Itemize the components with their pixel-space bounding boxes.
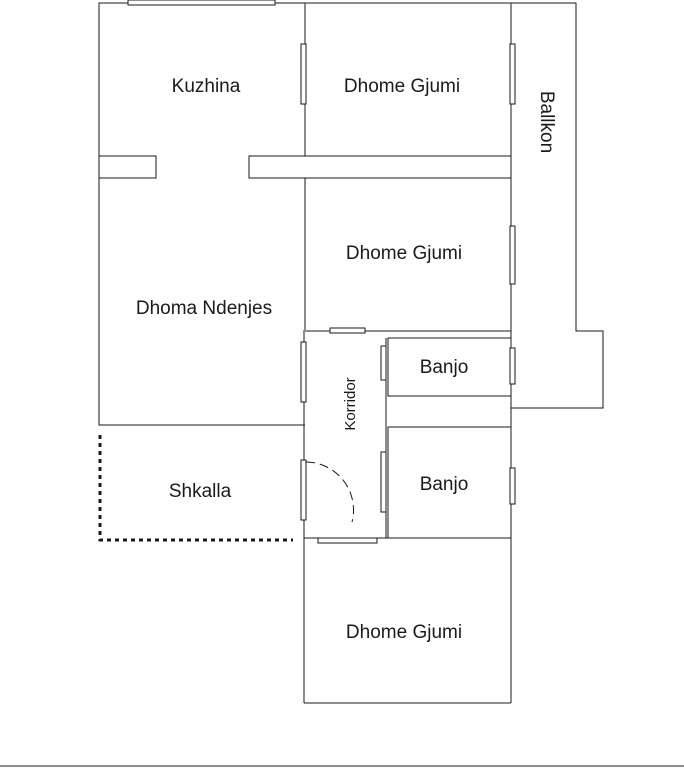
balcony-outline: [511, 2, 604, 409]
window-living-right: [300, 341, 307, 403]
window-bedroom-top-left: [300, 43, 307, 105]
room-label-bathroom-bottom: Banjo: [420, 474, 469, 495]
window-bedroom-middle-bottom: [329, 327, 366, 334]
partitions: [98, 155, 512, 539]
window-bathroom-bottom-right: [509, 467, 516, 505]
room-label-bedroom-middle: Dhome Gjumi: [346, 243, 462, 264]
room-label-bathroom-top: Banjo: [420, 357, 469, 378]
room-label-kitchen: Kuzhina: [172, 76, 241, 97]
room-label-balcony: Ballkon: [536, 91, 557, 153]
window-bathroom-top-right: [509, 347, 516, 385]
door-swing-arc: [305, 461, 355, 523]
kitchen-partition-right: [248, 155, 512, 179]
window-corridor-right-top: [380, 345, 387, 381]
left-block-outline: [98, 2, 305, 426]
stairs-dashed-outline: [98, 435, 293, 542]
walls: [98, 2, 604, 704]
room-label-living-room: Dhoma Ndenjes: [136, 298, 272, 319]
window-kitchen-top: [127, 0, 276, 6]
window-bedroom-bottom-top: [317, 537, 378, 544]
window-bedroom-top-right: [509, 43, 516, 105]
window-bedroom-middle-right: [509, 225, 516, 285]
window-corridor-right-bottom: [380, 451, 387, 513]
room-label-bedroom-top: Dhome Gjumi: [344, 76, 460, 97]
windows: [127, 0, 516, 544]
kitchen-partition-left: [98, 155, 157, 179]
window-stairs-right: [300, 459, 307, 521]
room-label-stairs: Shkalla: [169, 481, 232, 502]
room-label-corridor: Korridor: [342, 377, 359, 430]
room-label-bedroom-bottom: Dhome Gjumi: [346, 622, 462, 643]
